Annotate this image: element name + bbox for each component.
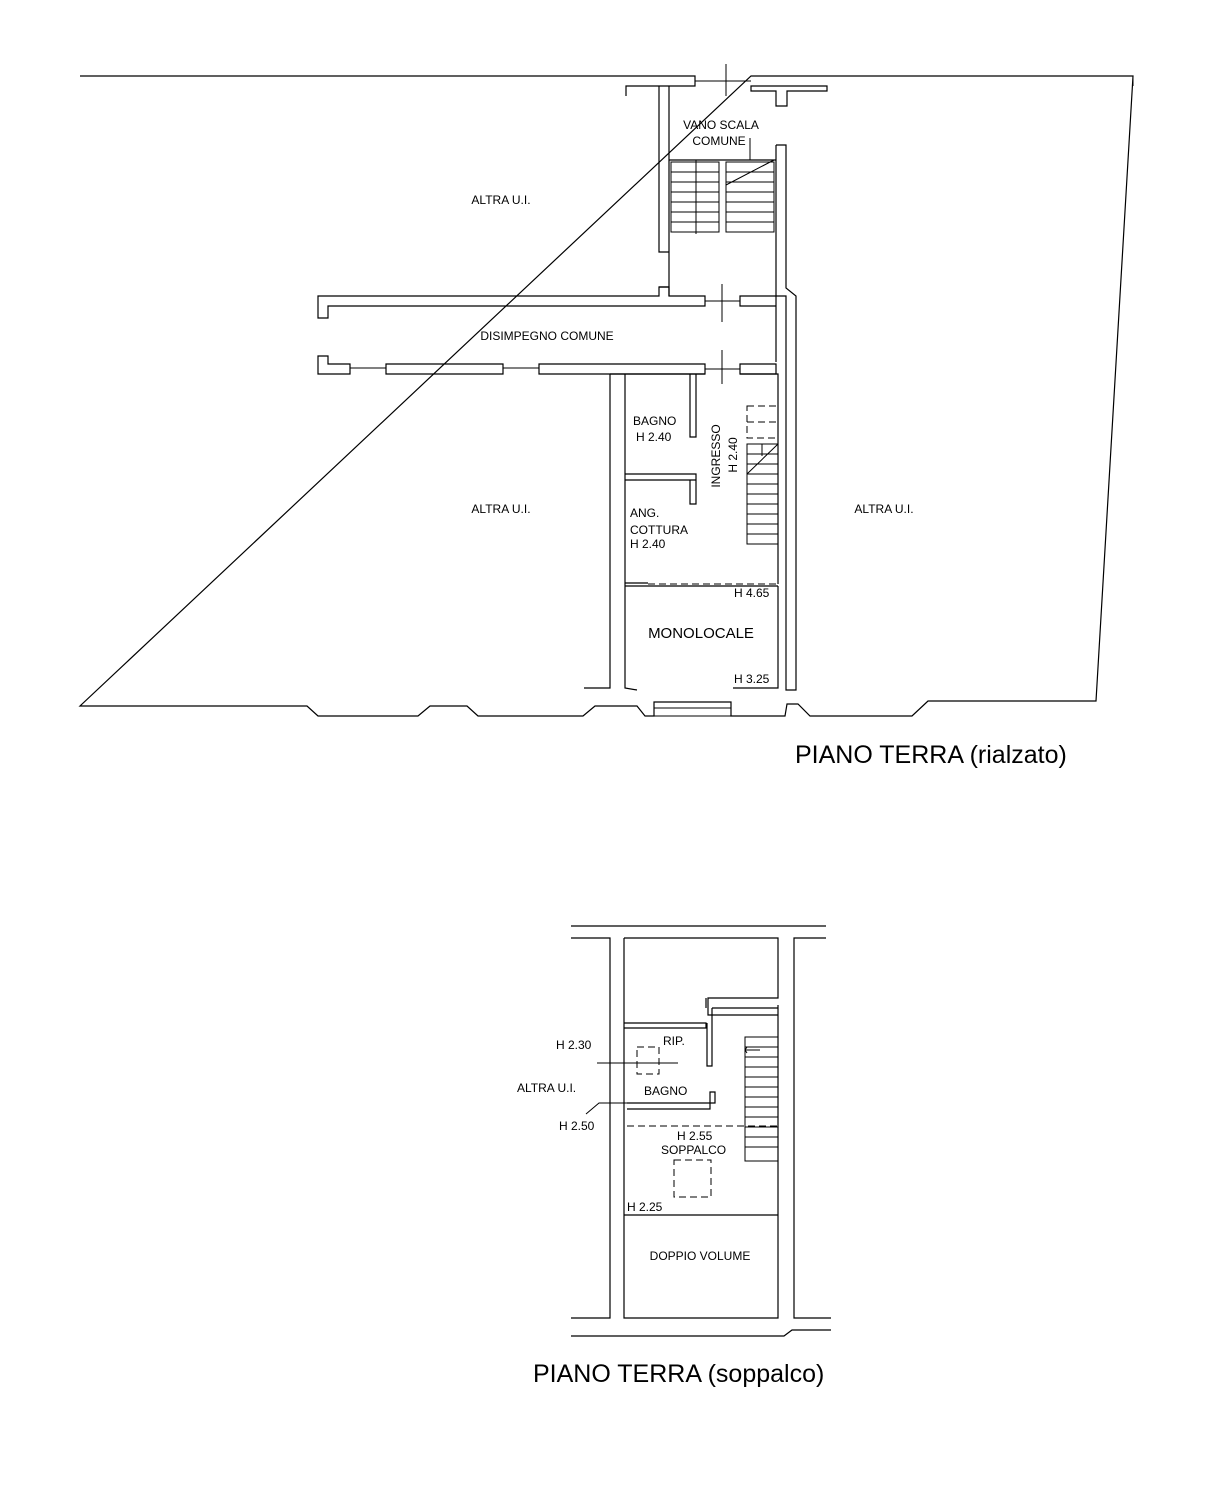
label-ingresso: INGRESSO <box>709 424 723 487</box>
ground-floor-title: PIANO TERRA (rialzato) <box>795 741 1067 769</box>
label-cottura-height: H 2.40 <box>630 537 666 551</box>
label-h250: H 2.50 <box>559 1119 595 1133</box>
label-bagno-height: H 2.40 <box>636 430 672 444</box>
corridor-door-top <box>705 284 740 322</box>
label-altra-right: ALTRA U.I. <box>854 502 913 516</box>
mezzanine-plan: H 2.30 RIP. ALTRA U.I. BAGNO H 2.50 H 2.… <box>517 925 831 1388</box>
stair-core-left-wall <box>658 86 670 296</box>
label-h225: H 2.25 <box>627 1200 663 1214</box>
stair-core-door <box>695 64 751 96</box>
leader-h250 <box>585 1102 636 1115</box>
label-bagno-mezz: BAGNO <box>644 1084 687 1098</box>
building-outline <box>78 75 1134 717</box>
label-rip: RIP. <box>663 1034 685 1048</box>
stair-core-right-wall <box>750 85 828 691</box>
apartment-walls <box>584 373 779 691</box>
label-h230: H 2.30 <box>556 1038 592 1052</box>
label-disimpegno: DISIMPEGNO COMUNE <box>480 329 613 343</box>
label-vano-scala: VANO SCALA <box>683 118 759 132</box>
corridor-door-bottom <box>705 350 740 384</box>
internal-stairs <box>746 405 779 545</box>
label-altra-top: ALTRA U.I. <box>471 193 530 207</box>
label-h465: H 4.65 <box>734 586 770 600</box>
label-h255: H 2.55 <box>677 1129 713 1143</box>
label-altra-left: ALTRA U.I. <box>471 502 530 516</box>
label-cottura: COTTURA <box>630 523 688 537</box>
mezzanine-room-walls <box>624 1007 778 1216</box>
label-h325: H 3.25 <box>734 672 770 686</box>
label-soppalco: SOPPALCO <box>661 1143 726 1157</box>
label-ingresso-height: H 2.40 <box>726 437 740 473</box>
facade-window <box>654 701 731 717</box>
mezzanine-title: PIANO TERRA (soppalco) <box>533 1360 824 1388</box>
mezzanine-stairs <box>744 1036 779 1162</box>
common-stairs <box>670 138 775 234</box>
label-bagno: BAGNO <box>633 414 676 428</box>
label-comune: COMUNE <box>692 134 745 148</box>
label-ang: ANG. <box>630 506 659 520</box>
label-altra-mezz: ALTRA U.I. <box>517 1081 576 1095</box>
label-monolocale: MONOLOCALE <box>648 625 754 642</box>
mezzanine-opening <box>673 1159 712 1198</box>
ground-floor-plan: ALTRA U.I. VANO SCALA COMUNE DISIMPEGNO … <box>78 64 1134 769</box>
mezzanine-outer-walls <box>571 925 831 1337</box>
label-doppio-volume: DOPPIO VOLUME <box>650 1249 751 1263</box>
mezzanine-opening-small <box>636 1046 660 1075</box>
